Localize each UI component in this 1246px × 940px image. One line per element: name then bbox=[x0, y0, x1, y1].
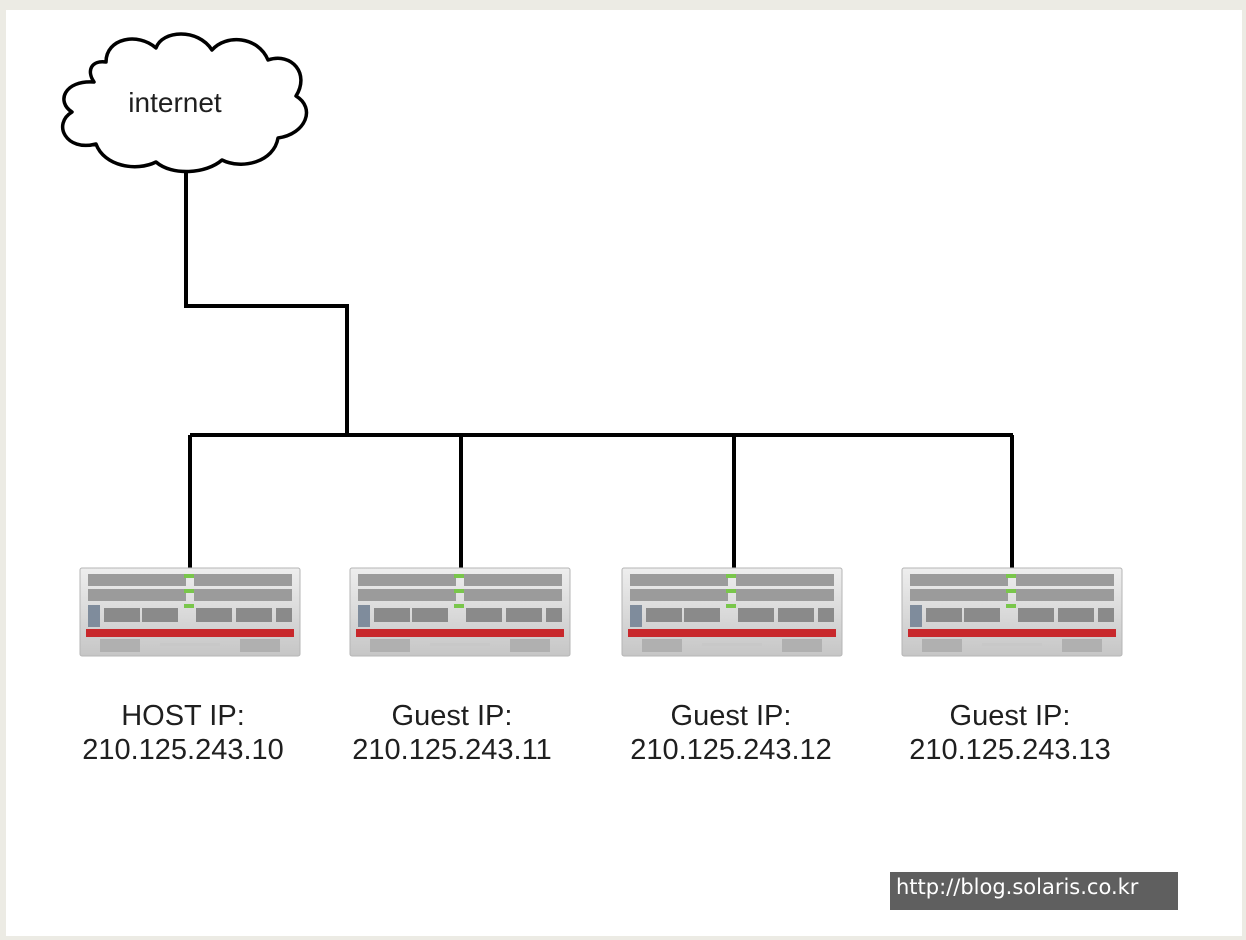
network-lines bbox=[184, 172, 1014, 568]
node-ip-label: 210.125.243.10 bbox=[82, 734, 284, 766]
uplink-line bbox=[184, 172, 349, 435]
diagram-canvas: internet HOST IP: 210.125.243.10 Guest I… bbox=[6, 10, 1242, 936]
server-icon bbox=[621, 567, 843, 657]
server-icon bbox=[79, 567, 301, 657]
server-icon bbox=[349, 567, 571, 657]
server-node-4: Guest IP: 210.125.243.13 bbox=[901, 567, 1123, 766]
node-ip-label: 210.125.243.11 bbox=[352, 734, 551, 766]
server-node-3: Guest IP: 210.125.243.12 bbox=[621, 567, 843, 766]
server-icon bbox=[901, 567, 1123, 657]
node-role-label: Guest IP: bbox=[392, 700, 513, 732]
node-ip-label: 210.125.243.13 bbox=[909, 734, 1111, 766]
cloud-icon: internet bbox=[60, 32, 309, 174]
node-ip-label: 210.125.243.12 bbox=[630, 734, 832, 766]
watermark: http://blog.solaris.co.kr bbox=[890, 872, 1178, 910]
node-role-label: HOST IP: bbox=[121, 700, 245, 732]
server-node-1: HOST IP: 210.125.243.10 bbox=[79, 567, 301, 766]
network-diagram: internet HOST IP: 210.125.243.10 Guest I… bbox=[60, 32, 1123, 766]
server-node-2: Guest IP: 210.125.243.11 bbox=[349, 567, 571, 766]
node-role-label: Guest IP: bbox=[671, 700, 792, 732]
cloud-label: internet bbox=[128, 87, 222, 118]
node-role-label: Guest IP: bbox=[950, 700, 1071, 732]
